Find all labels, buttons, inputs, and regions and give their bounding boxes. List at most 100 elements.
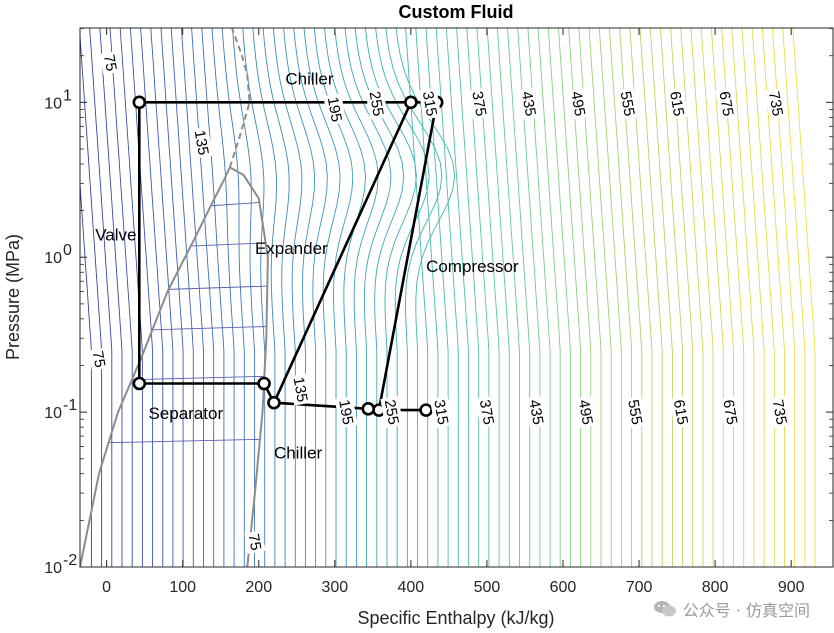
isotherm-label-bg xyxy=(768,396,792,429)
y-tick-label: 10 xyxy=(44,250,62,267)
isotherm-label: 675 xyxy=(715,87,738,120)
cycle-point xyxy=(419,403,433,417)
isotherm-label-bg xyxy=(99,50,122,75)
isotherm-label-text: 615 xyxy=(666,90,687,118)
isotherm-label-bg xyxy=(380,396,404,429)
isotherm-line xyxy=(232,28,255,567)
isotherm-line xyxy=(89,28,113,567)
liquid-saturation-line xyxy=(80,166,231,567)
tie-line xyxy=(168,285,268,290)
x-tick-label: 0 xyxy=(102,579,111,596)
isotherm-label-text: 495 xyxy=(575,398,596,426)
isotherm-label: 495 xyxy=(574,396,598,429)
x-tick-label: 100 xyxy=(169,579,196,596)
isotherm-line xyxy=(588,28,612,567)
isotherm-line xyxy=(334,28,379,567)
isotherm-label-bg xyxy=(665,87,689,120)
isotherm-label-bg xyxy=(323,93,347,126)
isotherm-line xyxy=(761,28,785,567)
isotherm-line xyxy=(558,28,582,567)
isotherm-line xyxy=(445,28,469,567)
isotherm-label: 435 xyxy=(517,87,541,120)
isotherm-label-bg xyxy=(574,396,598,429)
x-tick-label: 200 xyxy=(245,579,272,596)
critical-isotherm xyxy=(228,28,251,168)
y-tick-label: 10 xyxy=(44,405,62,422)
isotherm-label-text: 75 xyxy=(245,532,265,551)
annotation-label: Chiller xyxy=(274,444,323,463)
annotation-label: Chiller xyxy=(285,70,334,89)
x-tick-label: 900 xyxy=(778,579,805,596)
x-tick-label: 500 xyxy=(474,579,501,596)
isotherm-label: 675 xyxy=(718,396,742,429)
x-tick-label: 600 xyxy=(550,579,577,596)
isotherm-label: 555 xyxy=(623,396,647,429)
isotherm-label-bg xyxy=(190,126,214,159)
isotherm-label: 435 xyxy=(524,396,548,429)
isotherm-label: 375 xyxy=(467,87,491,120)
isotherm-line xyxy=(129,28,154,567)
isotherm-label-text: 375 xyxy=(476,398,497,426)
isotherm-line xyxy=(435,28,459,567)
isotherm-label: 735 xyxy=(768,396,792,429)
isotherm-label: 375 xyxy=(475,396,499,429)
isotherm-line xyxy=(221,28,245,567)
isotherm-label-bg xyxy=(623,396,647,429)
isotherm-line xyxy=(160,28,184,567)
y-tick-label: 10 xyxy=(44,95,62,112)
isotherm-label-bg xyxy=(616,87,640,120)
isotherm-label-text: 435 xyxy=(525,398,546,426)
x-tick-label: 700 xyxy=(626,579,653,596)
isotherm-line xyxy=(629,28,653,567)
isotherm-label: 615 xyxy=(669,396,693,429)
annotation-label: Valve xyxy=(95,226,136,245)
isotherm-label: 495 xyxy=(566,87,590,120)
isotherm-line xyxy=(751,28,775,567)
isotherm-line xyxy=(486,28,510,567)
tie-line xyxy=(210,202,260,207)
isotherm-line xyxy=(354,28,405,567)
isotherm-label: 75 xyxy=(99,50,122,75)
isotherm-line xyxy=(252,28,277,567)
isotherm-line xyxy=(364,28,417,567)
isotherm-line xyxy=(242,28,266,567)
isotherm-line xyxy=(792,28,816,567)
annotations: ChillerValveExpanderCompressorSeparatorC… xyxy=(95,70,519,463)
isotherm-line xyxy=(211,28,235,567)
isotherm-line xyxy=(375,28,430,567)
isotherm-label-text: 675 xyxy=(715,90,736,118)
isotherm-line xyxy=(272,28,303,567)
isotherm-label-text: 375 xyxy=(468,90,489,118)
y-tick-exponent: 0 xyxy=(63,242,72,259)
isotherm-label-bg xyxy=(718,396,742,429)
isotherm-label-text: 555 xyxy=(617,90,638,118)
annotation-label: Compressor xyxy=(426,257,519,276)
isotherm-line xyxy=(527,28,551,567)
isotherm-label: 255 xyxy=(380,396,404,429)
isotherm-label-text: 135 xyxy=(191,129,212,157)
isotherm-label-bg xyxy=(517,87,541,120)
isotherm-line xyxy=(639,28,663,567)
isotherm-line xyxy=(507,28,531,567)
plot-frame xyxy=(79,27,834,568)
isotherm-label-text: 315 xyxy=(419,90,440,118)
chart-title: Custom Fluid xyxy=(399,2,514,22)
isotherm-label: 615 xyxy=(665,87,689,120)
isotherm-label-text: 195 xyxy=(324,96,345,124)
isotherm-label-text: 615 xyxy=(670,398,691,426)
isotherm-label-text: 315 xyxy=(430,398,451,426)
tie-line xyxy=(190,242,267,247)
isotherm-label-text: 495 xyxy=(567,90,588,118)
isotherm-label-text: 735 xyxy=(765,90,786,118)
isotherm-line xyxy=(456,28,480,567)
isotherm-line xyxy=(731,28,755,567)
isotherm-label-bg xyxy=(429,396,453,429)
isotherm-line xyxy=(262,28,290,567)
isotherm-line xyxy=(680,28,704,567)
isotherm-label: 255 xyxy=(365,87,389,120)
saturation-dome xyxy=(80,28,269,567)
vapor-saturation-line xyxy=(229,166,269,567)
